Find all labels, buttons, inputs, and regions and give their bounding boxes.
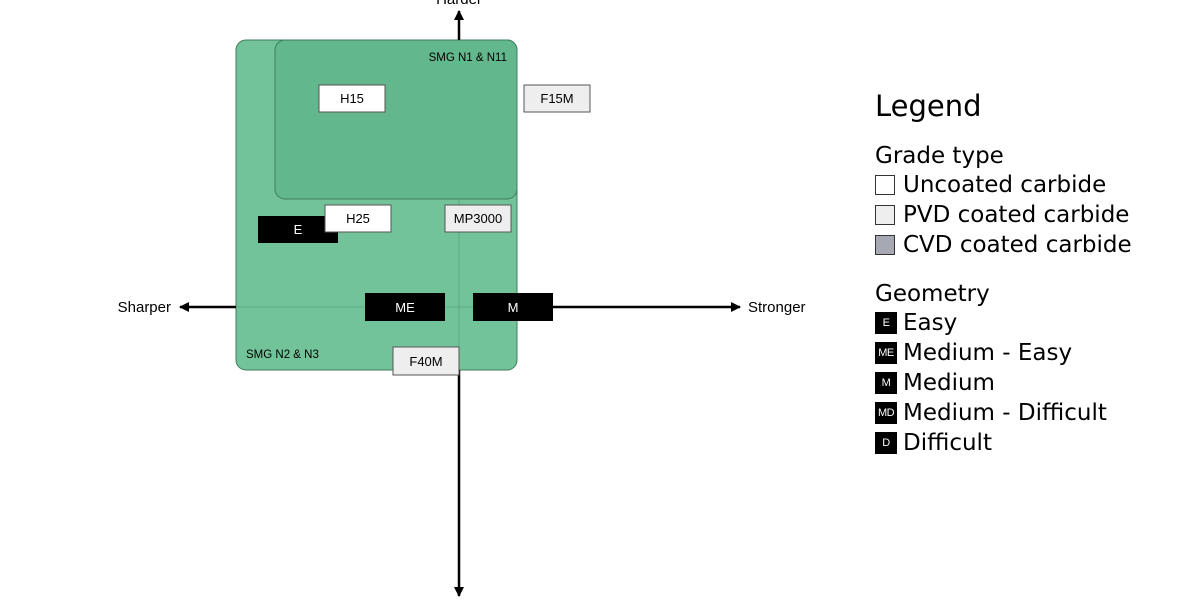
swatch-uncoated	[875, 175, 895, 195]
axis-label-left: Sharper	[118, 299, 171, 316]
grade-box-h25-label: H25	[346, 211, 370, 226]
geometry-box-m-label: M	[508, 300, 519, 315]
legend-item-label: Medium - Difficult	[903, 400, 1107, 426]
legend-item-label: Medium	[903, 370, 995, 396]
legend-item-label: PVD coated carbide	[903, 202, 1130, 228]
legend-panel: Legend Grade type Uncoated carbide PVD c…	[875, 88, 1195, 458]
legend-geometry-heading: Geometry	[875, 281, 990, 307]
geometry-box-me: ME	[365, 293, 445, 321]
legend-item-easy: E Easy	[875, 308, 1195, 338]
geometry-e-icon: E	[875, 312, 897, 334]
grade-box-h25: H25	[324, 204, 392, 233]
grade-box-f15m-label: F15M	[540, 91, 573, 106]
axis-label-right: Stronger	[748, 299, 806, 316]
legend-item-label: Medium - Easy	[903, 340, 1073, 366]
legend-item-medium: M Medium	[875, 368, 1195, 398]
grade-box-h15: H15	[318, 84, 386, 113]
geometry-box-m: M	[473, 293, 553, 321]
geometry-m-icon: M	[875, 372, 897, 394]
zone-label-inner: SMG N1 & N11	[429, 52, 507, 64]
grade-box-mp3000: MP3000	[444, 204, 512, 233]
grade-box-f40m: F40M	[392, 346, 460, 376]
legend-item-label: CVD coated carbide	[903, 232, 1132, 258]
geometry-me-icon: ME	[875, 342, 897, 364]
geometry-d-icon: D	[875, 432, 897, 454]
legend-item-pvd: PVD coated carbide	[875, 200, 1195, 230]
geometry-box-me-label: ME	[395, 300, 415, 315]
legend-item-medium-difficult: MD Medium - Difficult	[875, 398, 1195, 428]
zone-label-outer: SMG N2 & N3	[246, 349, 319, 361]
legend-item-label: Uncoated carbide	[903, 172, 1107, 198]
grade-map-diagram: Harder Sharper Stronger SMG N1 & N11 SMG…	[118, 0, 806, 597]
grade-box-h15-label: H15	[340, 91, 364, 106]
legend-grade-type-heading: Grade type	[875, 143, 1004, 169]
legend-item-uncoated: Uncoated carbide	[875, 170, 1195, 200]
legend-item-label: Difficult	[903, 430, 992, 456]
legend-item-label: Easy	[903, 310, 958, 336]
legend-title: Legend	[875, 89, 982, 123]
swatch-pvd	[875, 205, 895, 225]
axis-label-top: Harder	[436, 0, 482, 8]
legend-item-medium-easy: ME Medium - Easy	[875, 338, 1195, 368]
geometry-md-icon: MD	[875, 402, 897, 424]
grade-box-f15m: F15M	[523, 84, 591, 113]
legend-item-cvd: CVD coated carbide	[875, 230, 1195, 260]
grade-box-f40m-label: F40M	[409, 354, 442, 369]
zone-smg-n1-n11	[274, 39, 518, 200]
legend-item-difficult: D Difficult	[875, 428, 1195, 458]
grade-box-mp3000-label: MP3000	[454, 211, 502, 226]
geometry-box-e-label: E	[294, 222, 303, 237]
swatch-cvd	[875, 235, 895, 255]
